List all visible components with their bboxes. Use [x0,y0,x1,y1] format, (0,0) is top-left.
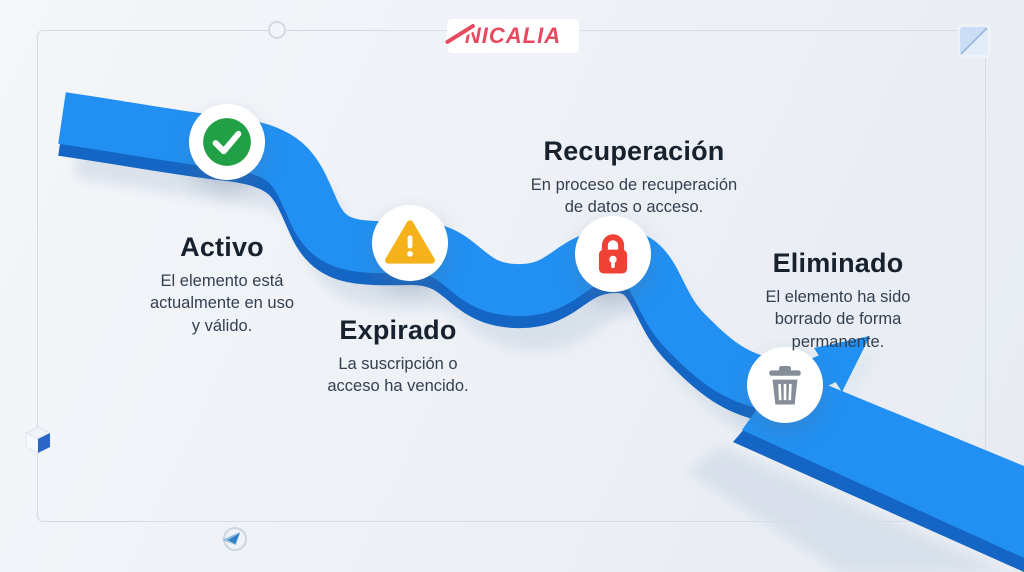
stage-description: En proceso de recuperación de datos o ac… [530,176,738,217]
logo-text: NICALIA [464,23,562,48]
stage-description: La suscripción o acceso ha vencido. [327,355,469,396]
ribbon-tail [742,368,1024,558]
trash-icon [769,366,801,405]
lock-icon [598,234,628,274]
stage-activo: Activo El elemento está actualmente en u… [97,232,347,337]
badge-eliminado [747,347,823,423]
folded-square-icon [960,27,988,55]
stage-title: Eliminado [772,248,904,278]
badge-activo [189,104,265,180]
nicalia-logo: NICALIA [444,19,579,53]
brand-mark-icon [218,524,250,554]
check-icon [203,118,251,166]
stage-title: Activo [180,232,264,262]
stage-title: Recuperación [543,136,725,166]
circle-ornament-icon [268,21,286,39]
stage-description: El elemento está actualmente en uso y vá… [149,272,294,335]
stage-expirado: Expirado La suscripción o acceso ha venc… [278,315,518,398]
stage-eliminado: Eliminado El elemento ha sido borrado de… [713,248,963,353]
badge-recuperacion [575,216,651,292]
stage-title: Expirado [339,315,457,345]
warning-icon [385,220,435,264]
badge-expirado [372,205,448,281]
stage-description: El elemento ha sido borrado de forma per… [765,288,911,351]
arrow-head-icon [814,336,870,392]
stage-recuperacion: Recuperación En proceso de recuperación … [494,136,774,219]
cube-icon [25,426,51,454]
